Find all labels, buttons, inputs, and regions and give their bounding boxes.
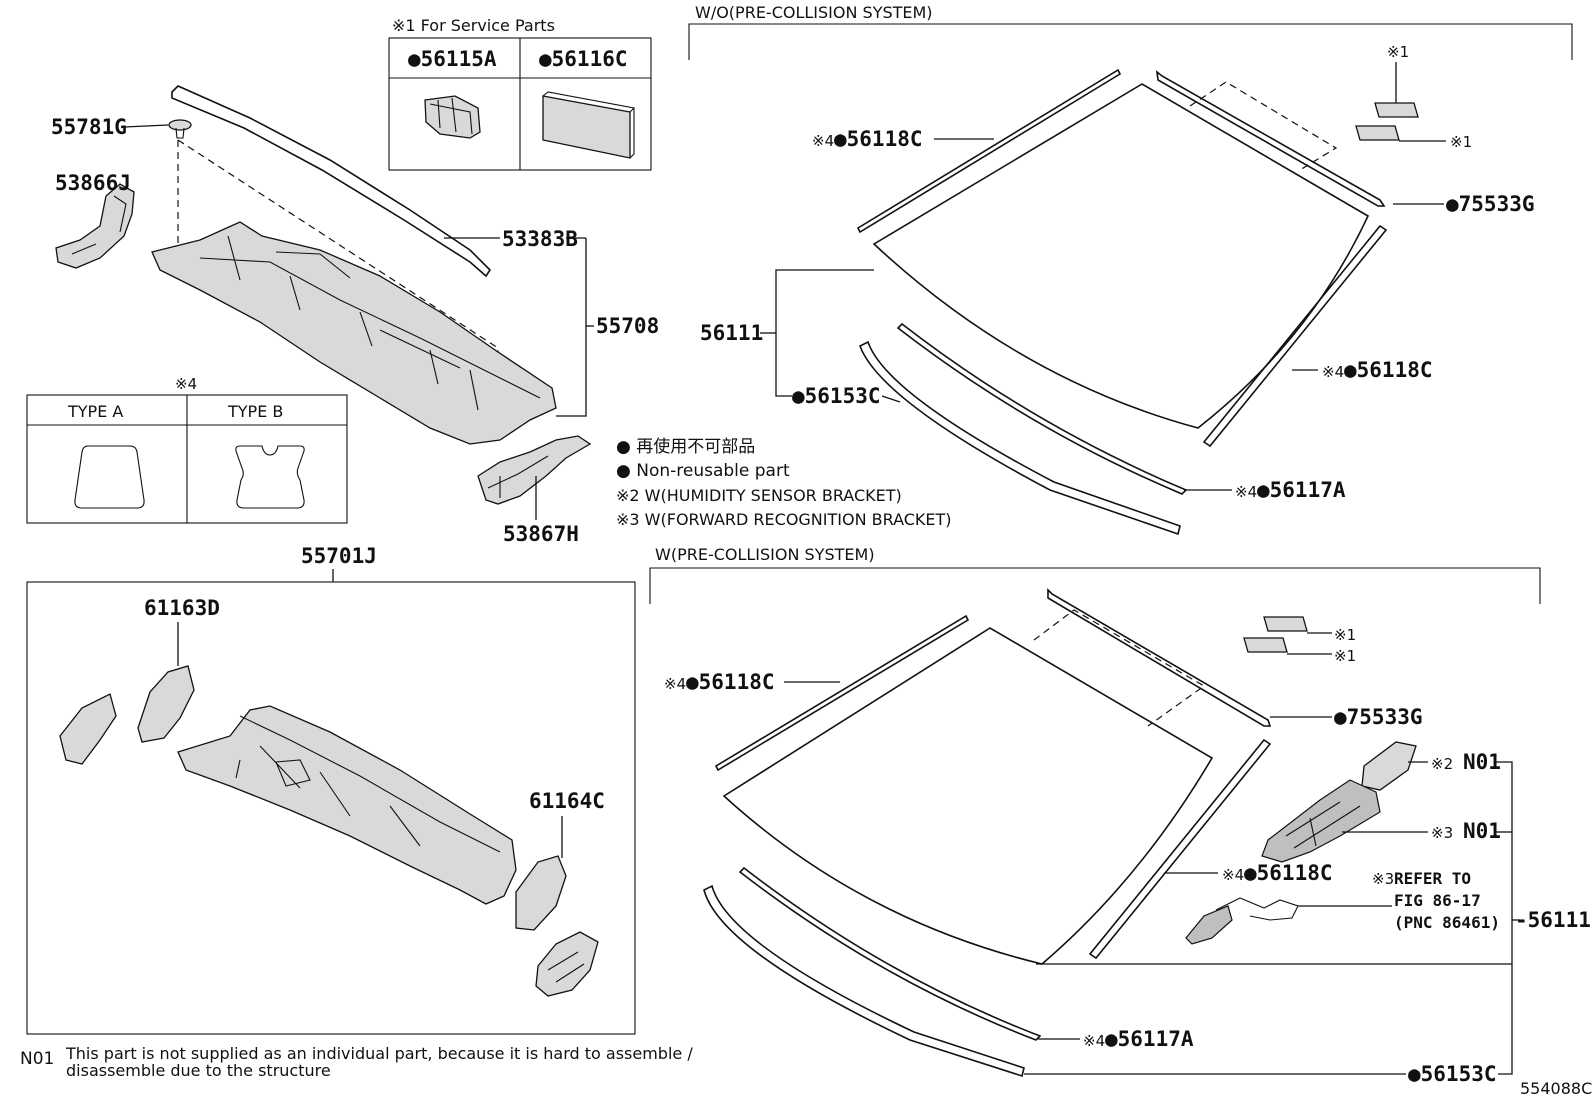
legend-forward-recognition: ※3 W(FORWARD RECOGNITION BRACKET) — [616, 510, 952, 529]
label-61163d: 61163D — [144, 596, 220, 620]
label-55701j: 55701J — [301, 544, 377, 568]
type-b-shape — [235, 445, 305, 509]
label-53867h: 53867H — [503, 522, 579, 546]
bot-refer-line1: REFER TO — [1394, 869, 1471, 888]
service-part-56116c: ●56116C — [539, 47, 628, 71]
footnote-line2: disassemble due to the structure — [66, 1061, 331, 1080]
bot-56111-bracket — [1496, 761, 1513, 1075]
footnote-code: N01 — [20, 1049, 54, 1069]
bot-56111-label: -56111 — [1515, 908, 1591, 932]
top-56118c-right-mark: ※4 — [1322, 363, 1344, 381]
bot-refer-line3: (PNC 86461) — [1394, 913, 1500, 932]
bracket-53867h-drawing — [477, 435, 592, 505]
legend-nonreusable-en: ● Non-reusable part — [616, 461, 790, 481]
type-box: ※4 TYPE A TYPE B — [26, 375, 348, 524]
top-56118c-label: ●56118C — [834, 127, 923, 151]
top-75533g-label: ●75533G — [1446, 192, 1535, 216]
section-w-pcs: W(PRE-COLLISION SYSTEM) — [655, 545, 875, 564]
section-w-pcs-bracket — [649, 567, 1541, 604]
cowl-55708-drawing — [151, 221, 557, 445]
label-53383b: 53383B — [502, 227, 578, 251]
label-55781g: 55781G — [51, 115, 127, 139]
clip-56115a-drawing — [424, 95, 481, 139]
type-a-shape — [74, 445, 145, 509]
type-box-mark: ※4 — [175, 375, 197, 393]
type-a-label: TYPE A — [67, 402, 123, 421]
pad-56116c-drawing — [542, 91, 636, 159]
bot-n01b-mark: ※3 — [1431, 824, 1453, 842]
bot-56118c-mid-mark: ※4 — [1222, 866, 1244, 884]
top-56118c-mark: ※4 — [812, 132, 834, 150]
bracket-53866j-drawing — [55, 183, 135, 269]
top-56111-label: 56111 — [700, 321, 763, 345]
bot-n01a-label: N01 — [1463, 750, 1501, 774]
bot-56117a-mark: ※4 — [1083, 1032, 1105, 1050]
bot-mark1b: ※1 — [1334, 647, 1356, 665]
service-parts-table: ※1 For Service Parts ●56115A ●56116C — [388, 16, 652, 171]
service-part-56115a: ●56115A — [408, 47, 497, 71]
bot-75533g-label: ●75533G — [1334, 705, 1423, 729]
bot-refer-mark: ※3 — [1372, 870, 1394, 888]
windshield-bottom — [703, 588, 1417, 1078]
footnote-line1: This part is not supplied as an individu… — [65, 1044, 693, 1063]
label-53866j: 53866J — [55, 171, 131, 195]
bot-n01b-label: N01 — [1463, 819, 1501, 843]
legend: ● 再使用不可部品 ● Non-reusable part ※2 W(HUMID… — [616, 436, 952, 529]
service-parts-title: ※1 For Service Parts — [392, 16, 555, 35]
bot-56117a-label: ●56117A — [1105, 1027, 1194, 1051]
top-56118c-right-label: ●56118C — [1344, 358, 1433, 382]
cowl-dash-guide — [177, 139, 499, 436]
bot-n01a-mark: ※2 — [1431, 755, 1453, 773]
top-56117a-mark: ※4 — [1235, 483, 1257, 501]
bot-mark1a: ※1 — [1334, 626, 1356, 644]
figure-id: 554088C — [1520, 1079, 1592, 1098]
type-b-label: TYPE B — [227, 402, 283, 421]
bot-refer-line2: FIG 86-17 — [1394, 891, 1481, 910]
dash-panel-box — [26, 581, 636, 1035]
top-mark1b: ※1 — [1450, 133, 1472, 151]
top-mark1a: ※1 — [1387, 43, 1409, 61]
label-61164c: 61164C — [529, 789, 605, 813]
top-56117a-label: ●56117A — [1257, 478, 1346, 502]
bot-56118c-mid-label: ●56118C — [1244, 861, 1333, 885]
top-56153c-label: ●56153C — [792, 384, 881, 408]
seal-53383b-drawing — [171, 85, 492, 278]
legend-nonreusable-jp: ● 再使用不可部品 — [616, 436, 755, 457]
label-55708: 55708 — [596, 314, 659, 338]
bot-56153c-label: ●56153C — [1408, 1062, 1497, 1086]
section-wo-pcs-bracket — [688, 23, 1573, 60]
section-wo-pcs: W/O(PRE-COLLISION SYSTEM) — [695, 3, 933, 22]
cowl-assembly — [55, 85, 592, 505]
dash-panel-55701j-drawing — [59, 665, 599, 997]
clip-55781g-drawing — [168, 119, 192, 139]
legend-humidity-sensor: ※2 W(HUMIDITY SENSOR BRACKET) — [616, 486, 902, 505]
bot-56118c-left-label: ●56118C — [686, 670, 775, 694]
bot-56118c-left-mark: ※4 — [664, 675, 686, 693]
